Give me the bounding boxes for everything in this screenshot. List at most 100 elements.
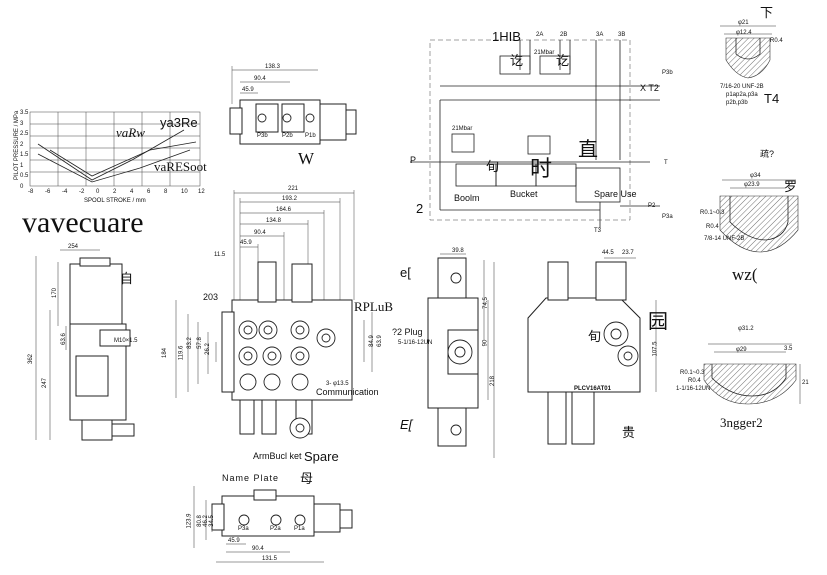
- front-right-dim-1: 84.9: [368, 335, 375, 347]
- front-comm-spec: 3- φ13.5: [326, 381, 349, 387]
- sch-port-p3b: P3b: [662, 70, 673, 76]
- front-rplub-label: RPLuB: [354, 299, 394, 314]
- bottom-dim-4: 34.5: [208, 515, 215, 527]
- d1-dim-2: φ12.4: [736, 30, 752, 36]
- top-dim-1: 138.3: [265, 64, 281, 70]
- sch-pressure-1: 21Mbar: [452, 126, 473, 132]
- graph-x-tick: -6: [45, 189, 51, 195]
- front-left-dim-3: 83.2: [186, 337, 193, 349]
- rear-model-plate: PLCV16AT01: [574, 386, 611, 392]
- d1-glyph: 下: [760, 5, 774, 20]
- d2-thread: 7/8-14 UNF-2B: [704, 236, 745, 242]
- d3-dim-3: R0.1~0.3: [680, 370, 705, 376]
- graph-x-tick: 12: [198, 189, 205, 195]
- d2-label: wz(: [732, 265, 758, 284]
- d3-label: 3ngger2: [720, 415, 763, 430]
- sch-port-p2: P2: [648, 203, 656, 209]
- graph-y-tick: 1: [20, 162, 24, 169]
- port-detail-3: [703, 343, 801, 405]
- d2-dim-2: φ23.9: [744, 182, 760, 188]
- left-dim-170: 170: [52, 287, 59, 299]
- d2-note: 疏?: [760, 149, 775, 159]
- bottom-dim-5: 45.9: [228, 538, 240, 544]
- rear-view: [527, 257, 657, 445]
- rear-dim-3: 107.5: [652, 341, 659, 357]
- graph-x-tick: 10: [181, 189, 188, 195]
- front-left-dim-1: 184: [162, 347, 169, 359]
- graph-y-tick: 0: [20, 183, 24, 190]
- front-right-dim-2: 63.9: [376, 335, 383, 347]
- d3-thread: 1-1/16-12UN: [676, 386, 711, 392]
- d2-dim-3: R0.1~0.3: [700, 210, 725, 216]
- bottom-view: [193, 486, 353, 563]
- nameplate-label: Name Plate: [222, 473, 280, 483]
- bottom-dim-7: 131.5: [262, 556, 278, 562]
- graph-x-tick: 4: [130, 189, 134, 195]
- port-detail-1: [720, 25, 776, 79]
- d1-thread: 7/16-20 UNF-2B: [720, 84, 764, 90]
- rear-dim-1: 44.5: [602, 250, 614, 256]
- sch-glyph-3: 旬: [486, 159, 500, 174]
- d1-note-a: p1ap2a,p3a: [726, 92, 758, 98]
- front-dim-134: 134.8: [266, 218, 282, 224]
- sch-port-t: T: [664, 160, 668, 166]
- front-dim-11: 11.5: [214, 252, 226, 258]
- graph-x-tick: 2: [113, 189, 117, 195]
- left-glyph: 自: [120, 271, 134, 286]
- sch-label-boom: Boolm: [454, 193, 480, 203]
- left-dim-362: 362: [28, 353, 35, 365]
- top-view: [229, 66, 357, 145]
- graph-y-tick: 3.5: [20, 110, 29, 116]
- bottom-port-3: P1a: [294, 526, 305, 532]
- sch-glyph-4: 时: [530, 156, 553, 181]
- side-label-e1: e[: [400, 265, 411, 280]
- front-comm-label: Communication: [316, 387, 379, 397]
- graph-y-tick: 2: [20, 141, 24, 148]
- front-left-dim-4: 57.8: [196, 337, 203, 349]
- top-dim-2: 90.4: [254, 76, 266, 82]
- rear-dim-2: 23.7: [622, 250, 634, 256]
- front-view: [175, 190, 373, 439]
- graph-y-tick: 1.5: [20, 152, 29, 158]
- sch-port-xt2: X T2: [640, 83, 659, 93]
- side-view: [427, 253, 495, 458]
- front-dim-193: 193.2: [282, 196, 298, 202]
- left-thread-spec: M10×1.5: [114, 338, 138, 344]
- bottom-port-2: P2a: [270, 526, 281, 532]
- left-dim-254: 254: [68, 244, 79, 250]
- graph-x-tick: -2: [79, 189, 85, 195]
- d3-dim-6: 3.5: [784, 346, 793, 352]
- d2-glyph: 罗: [784, 179, 798, 194]
- front-dim-221: 221: [288, 186, 299, 192]
- d1-note-b: p2b,p3b: [726, 100, 748, 106]
- side-dim-3: 218: [490, 375, 497, 387]
- d1-tag: T4: [764, 91, 780, 106]
- sch-header-2: 2A: [536, 32, 544, 38]
- graph-x-tick: 6: [147, 189, 151, 195]
- d2-dim-4: R0.4: [706, 224, 719, 230]
- side-dim-4: 90: [482, 339, 489, 347]
- top-view-label: W: [298, 149, 315, 168]
- front-dim-90: 90.4: [254, 230, 266, 236]
- graph-series-b-label: vaRESoot: [154, 159, 207, 174]
- bottom-dim-6: 90.4: [252, 546, 264, 552]
- sch-port-p3a: P3a: [662, 214, 673, 220]
- front-spare-label: Spare: [304, 449, 339, 464]
- sch-label-bucket: Bucket: [510, 189, 538, 199]
- left-dim-63: 63.6: [60, 333, 67, 345]
- left-dim-247: 247: [42, 377, 49, 389]
- top-dim-3: 45.9: [242, 87, 254, 93]
- top-port-2: P2b: [282, 133, 293, 139]
- front-glyph: 母: [300, 471, 314, 486]
- top-port-1: P3b: [257, 133, 268, 139]
- side-plug-label: ?2 Plug: [392, 327, 423, 337]
- graph-x-axis-label: SPOOL STROKE / mm: [84, 198, 146, 204]
- port-detail-2: [719, 179, 799, 253]
- sch-port-t3: T3: [594, 228, 602, 234]
- hydraulic-schematic: [410, 39, 660, 228]
- sch-glyph-1: 讫: [510, 53, 524, 68]
- d2-dim-1: φ34: [750, 173, 761, 179]
- sch-header-3: 2B: [560, 32, 568, 38]
- d3-dim-5: 21: [802, 380, 809, 386]
